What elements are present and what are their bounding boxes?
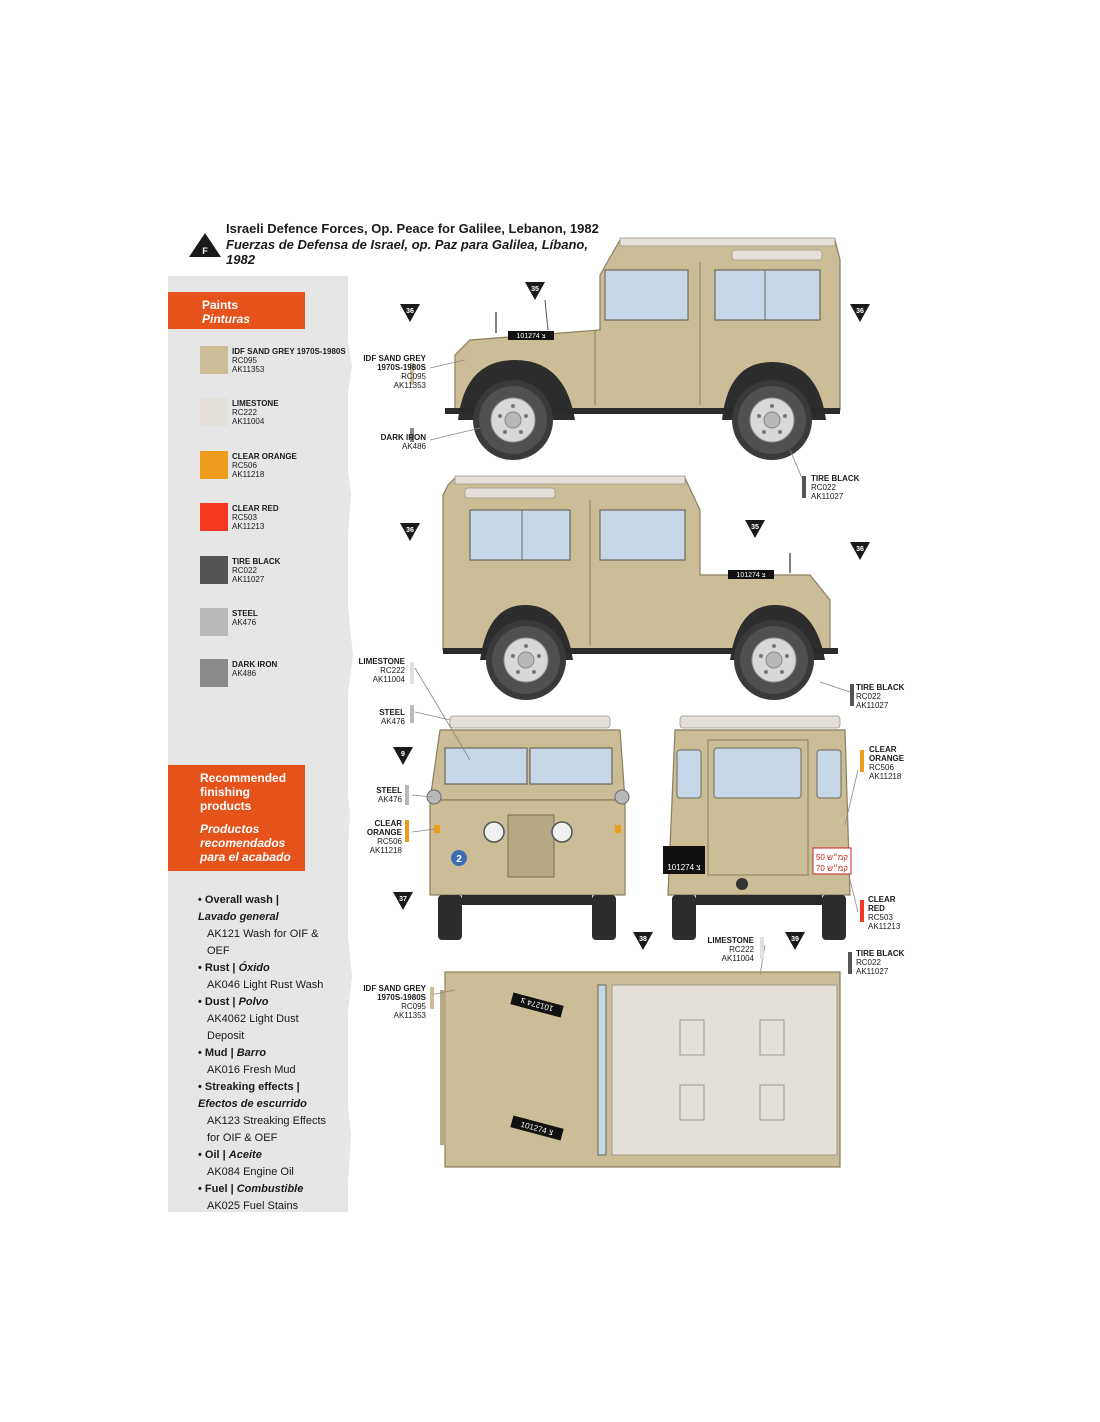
plate-rear: 101274 צ [667,863,701,872]
hood-number: 2 [456,854,462,865]
paints-title-spanish: Pinturas [202,312,251,326]
speed-sign-line: 50 קמ״ש [816,853,848,862]
finishing-title-line: finishing [200,785,250,799]
svg-text:36: 36 [406,527,414,534]
paints-title: Paints [202,298,239,312]
vehicle-drawings: 101274 צ 101274 צ 2 [393,237,870,1168]
finishing-item: • Streaking effects |Efectos de escurrid… [198,1081,327,1144]
speed-sign-line: 70 קמ״ש [816,864,848,873]
paint-swatch [200,503,228,531]
marker-39: 39 [785,932,805,950]
plate-side-left: 101274 צ [516,333,545,340]
scheme-title-spanish: Fuerzas de Defensa de Israel, op. Paz pa… [226,237,588,267]
marker-37: 37 [393,892,413,910]
marker-36: 36 [850,304,870,322]
svg-text:36: 36 [856,308,864,315]
paint-swatch [200,556,228,584]
marker-36: 36 [400,523,420,541]
sidebar-brush-edge [318,276,353,1212]
svg-text:38: 38 [639,936,647,943]
rear-view: 101274 צ 50 קמ״ש 70 קמ״ש [663,715,852,940]
svg-text:39: 39 [791,936,799,943]
finishing-title-line: Recommended [200,771,287,785]
scheme-title: Israeli Defence Forces, Op. Peace for Ga… [226,221,599,236]
front-view: 2 [426,715,630,940]
paints-header: Paints Pinturas [168,292,305,329]
paint-swatch [200,398,228,426]
finishing-title-spanish-line: para el acabado [200,850,291,864]
svg-text:36: 36 [856,546,864,553]
marker-35: 35 [745,520,765,538]
finishing-header: Recommended finishing products Productos… [168,765,305,871]
svg-text:36: 36 [406,308,414,315]
paint-swatch [200,659,228,687]
svg-text:35: 35 [751,524,759,531]
svg-text:9: 9 [401,751,405,758]
plate-side-right: 101274 צ [736,572,765,579]
svg-text:37: 37 [399,896,407,903]
svg-text:35: 35 [531,286,539,293]
finishing-title-spanish-line: recomendados [200,836,286,850]
section-badge-letter: F [202,246,208,256]
marker-35: 35 [525,282,545,300]
marker-36: 36 [400,304,420,322]
callout-leaders [411,359,859,996]
paint-swatch [200,346,228,374]
marker-9: 9 [393,747,413,765]
section-badge-triangle: F [189,233,221,257]
marker-38: 38 [633,932,653,950]
top-view: 101274 צ 101274 צ [440,971,841,1168]
finishing-title-spanish-line: Productos [200,822,260,836]
side-view-right: 101274 צ [442,475,838,701]
side-view-left: 101274 צ [445,237,841,461]
finishing-title-line: products [200,799,252,813]
marker-36: 36 [850,542,870,560]
paint-swatch [200,451,228,479]
paint-swatch [200,608,228,636]
